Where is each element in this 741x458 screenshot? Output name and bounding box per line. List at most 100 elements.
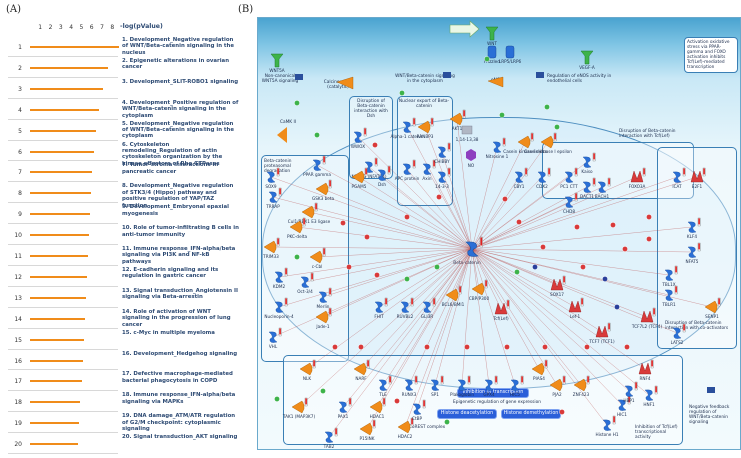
gene-label-pias: PIAS4 [533, 376, 545, 381]
gene-label-fhit: FHIT [374, 314, 384, 319]
interaction-edge [378, 248, 473, 308]
wnt-cytoplasm-label: WNT/Beta-catenin signaling in the cytopl… [395, 74, 455, 84]
protein-vhl [268, 331, 278, 343]
mechanism-circle [358, 344, 364, 350]
gene-label-pja2: PJA2 [552, 392, 562, 397]
gene-label-cdx2: CDX2 [536, 184, 548, 189]
interaction-edge [471, 146, 498, 250]
interaction-edge [308, 211, 473, 250]
pathway-term: 5. Development_Negative regulation of WN… [122, 120, 235, 140]
mechanism-circle [584, 344, 590, 350]
gene-label-runx3: RUNX3 [402, 392, 417, 397]
bar-row-8 [30, 192, 91, 195]
expression-flag [433, 160, 435, 167]
interaction-edge [296, 226, 473, 250]
gene-label-vhl: VHL [269, 344, 278, 349]
panel-b-label: (B) [238, 4, 254, 15]
interaction-edge [471, 248, 490, 386]
protein-bach1 [597, 181, 607, 193]
protein-hic1 [617, 399, 627, 411]
gene-label-trrap: TRRAP [265, 204, 280, 209]
row-number: 15 [14, 336, 22, 344]
bar-row-1 [30, 46, 119, 48]
interaction-edge [272, 248, 473, 338]
interaction-edge [306, 248, 473, 370]
tetramer-shape [461, 125, 473, 135]
expression-flag [411, 298, 413, 305]
row-number: 5 [18, 127, 22, 135]
interaction-edge [342, 248, 473, 408]
interaction-edge [471, 176, 698, 250]
row-number: 10 [14, 232, 22, 240]
expression-flag [277, 168, 279, 175]
interaction-edge [278, 248, 473, 308]
interaction-edge [471, 176, 570, 250]
gene-label-tcflef: Tcf(Lef) [492, 316, 509, 321]
row-number: 18 [14, 399, 22, 407]
mechanism-circle [294, 254, 300, 260]
corest-label: CoREST complex [408, 425, 446, 430]
protein-apc [402, 163, 412, 175]
gene-label-hic5: HIC5 [510, 392, 520, 397]
bar-row-19 [30, 422, 80, 425]
interaction-edge [368, 166, 473, 250]
pathway-term: 4. Development_Positive regulation of WN… [122, 99, 239, 119]
gene-label-jade1: Jade-1 [315, 324, 330, 329]
protein-tbl1x [664, 269, 674, 281]
x-tick-2: 2 [48, 24, 53, 31]
mechanism-circle [646, 214, 652, 220]
expression-flag [608, 178, 610, 185]
pathway-term: 18. Immune response_IFN-alpha/beta signa… [122, 392, 236, 405]
gene-label-chd8: CHD8 [563, 209, 575, 214]
gene-label-tbl1x: TBL1X [661, 282, 675, 287]
interaction-edge [471, 248, 558, 286]
protein-dsh [377, 169, 387, 181]
row-number: 3 [18, 85, 22, 93]
gene-label-pc1: PC1 CTT [560, 184, 578, 189]
bar-row-9 [30, 213, 90, 216]
expression-flag [413, 118, 415, 125]
mechanism-circle [554, 124, 560, 130]
expression-flag [305, 398, 307, 405]
expression-flag [683, 324, 685, 331]
gene-label-p15: P15INK [360, 436, 375, 441]
wnt-ligand-shape [485, 26, 499, 41]
gene-label-gpx4: GPX4 [483, 392, 495, 397]
protein-plakoglobin [457, 379, 467, 391]
mechanism-circle [374, 272, 380, 278]
interaction-edge [471, 176, 678, 250]
protein-ruvbl2 [400, 301, 410, 313]
lrp5-lrp6-shape [505, 45, 515, 59]
protein-tblr1 [664, 289, 674, 301]
nuclear-export-label: Nuclear export of Beta-catenin [398, 99, 450, 109]
regulation-enos-label: Regulation of eNOS activity in endotheli… [547, 74, 612, 84]
row-separator [8, 453, 118, 454]
gene-label-nitrosi: Nitrosine 1 [486, 154, 509, 159]
expression-flag [507, 300, 509, 307]
row-number: 6 [18, 148, 22, 156]
mechanism-circle [434, 264, 440, 270]
gene-label-plakoglobin: Plakoglobin [450, 392, 474, 397]
interaction-edge [456, 118, 473, 250]
panel-b-pathway-map: Activation oxidative stress via PPAR-gam… [257, 17, 741, 450]
protein-hnf1 [644, 389, 654, 401]
interaction-edge [322, 188, 473, 250]
mechanism-circle [394, 398, 400, 404]
tf-tcf7l2 [640, 310, 654, 323]
wnt-input-arrow [449, 20, 480, 38]
gene-label-akt1: AKT1 [452, 126, 463, 131]
gene-label-tcf7: TCF7 (TCF1) [588, 339, 615, 344]
row-number: 2 [18, 64, 22, 72]
epigenetic-label: Epigenetic regulation of gene expression [453, 400, 541, 405]
beta-catenin-hub [465, 241, 479, 257]
mechanism-circle [294, 100, 300, 106]
expression-flag [323, 156, 325, 163]
protein-runx3 [404, 379, 414, 391]
interaction-edge [471, 226, 693, 250]
row-number: 19 [14, 420, 22, 428]
protein-wwox [353, 131, 363, 143]
expression-flag [365, 168, 367, 175]
pathway-term: 17. Defective macrophage-mediated bacter… [122, 371, 233, 384]
enzyme-p15 [359, 422, 373, 436]
